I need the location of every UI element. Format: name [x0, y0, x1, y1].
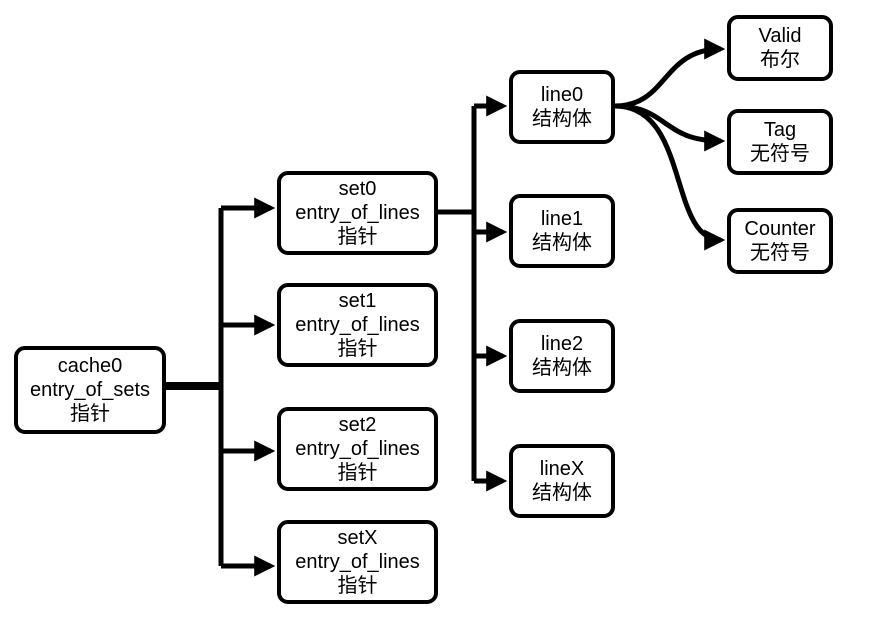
node-tag-name: Tag [763, 119, 797, 141]
node-line2: line2 结构体 [509, 319, 615, 393]
node-valid: Valid 布尔 [727, 15, 833, 81]
node-set0-type: 指针 [337, 226, 378, 248]
node-set0-name: set0 [338, 178, 377, 200]
node-tag-type: 无符号 [750, 143, 810, 165]
node-set0: set0 entry_of_lines 指针 [277, 171, 438, 255]
node-counter-name: Counter [744, 218, 816, 240]
node-setX-field: entry_of_lines [295, 551, 420, 573]
edge-line0-valid [614, 38, 726, 109]
node-set2: set2 entry_of_lines 指针 [277, 407, 438, 491]
node-line1: line1 结构体 [509, 194, 615, 268]
node-cache0: cache0 entry_of_sets 指针 [14, 346, 166, 434]
node-lineX: lineX 结构体 [509, 444, 615, 518]
node-line0-name: line0 [540, 84, 584, 106]
node-line0: line0 结构体 [509, 70, 615, 144]
node-set2-field: entry_of_lines [295, 438, 420, 460]
edge-line0-tag [614, 103, 726, 152]
node-set0-field: entry_of_lines [295, 202, 420, 224]
node-line1-name: line1 [540, 208, 584, 230]
node-cache0-type: 指针 [70, 403, 110, 425]
node-set1-name: set1 [338, 290, 377, 312]
node-set2-name: set2 [338, 414, 377, 436]
node-setX-name: setX [337, 527, 378, 549]
node-line1-type: 结构体 [532, 232, 592, 254]
node-set1: set1 entry_of_lines 指针 [277, 283, 438, 367]
node-set2-type: 指针 [337, 462, 378, 484]
node-lineX-type: 结构体 [532, 482, 592, 504]
node-cache0-field: entry_of_sets [29, 379, 151, 401]
node-counter: Counter 无符号 [727, 208, 833, 274]
node-tag: Tag 无符号 [727, 109, 833, 175]
node-lineX-name: lineX [539, 458, 585, 480]
node-setX: setX entry_of_lines 指针 [277, 520, 438, 604]
node-line2-type: 结构体 [532, 357, 592, 379]
node-setX-type: 指针 [337, 575, 378, 597]
node-line2-name: line2 [540, 333, 584, 355]
node-counter-type: 无符号 [750, 242, 810, 264]
node-valid-type: 布尔 [760, 49, 800, 71]
node-cache0-name: cache0 [57, 355, 123, 377]
node-set1-field: entry_of_lines [295, 314, 420, 336]
node-valid-name: Valid [758, 25, 802, 47]
node-line0-type: 结构体 [532, 108, 592, 130]
edge-line0-counter [614, 103, 726, 251]
node-set1-type: 指针 [337, 338, 378, 360]
